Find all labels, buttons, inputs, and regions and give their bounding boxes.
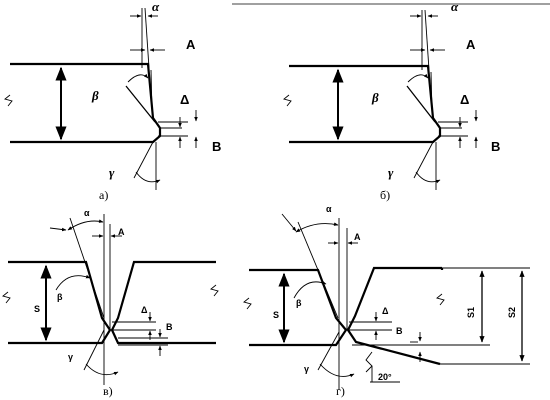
- break-mark: [283, 94, 292, 107]
- a-label: A: [466, 37, 476, 52]
- plate-outline: [10, 62, 162, 144]
- delta-label: Δ: [382, 306, 389, 316]
- reference-line-inclined: [424, 9, 430, 71]
- plate-outline: [289, 64, 442, 144]
- b-label: B: [212, 139, 221, 154]
- left-plate-outline: [8, 260, 112, 345]
- break-mark-left: [243, 297, 252, 310]
- gamma-label: γ: [388, 165, 394, 180]
- left-plate-outline: [249, 268, 348, 347]
- delta-label: Δ: [141, 305, 148, 315]
- break-mark: [4, 94, 13, 107]
- reference-line-inclined: [144, 7, 150, 69]
- alpha-arrow-left: [49, 227, 67, 232]
- gamma-angle-arc: [319, 363, 355, 378]
- gamma-angle-arc: [135, 171, 161, 184]
- gamma-line: [83, 329, 105, 371]
- inclined-line: [69, 217, 105, 319]
- b-label: B: [491, 139, 500, 154]
- panel-a: α A β Δ B γ а): [4, 0, 221, 202]
- s-label: S: [273, 310, 279, 320]
- panel-caption: б): [380, 188, 390, 202]
- break-mark-right: [210, 284, 219, 297]
- reference-line-lower: [430, 71, 433, 113]
- alpha-label: α: [326, 204, 332, 214]
- b-label: B: [396, 326, 403, 336]
- s1-label: S1: [466, 307, 476, 318]
- alpha-label: α: [152, 0, 160, 14]
- bevel-line: [125, 85, 156, 123]
- bevel-line: [406, 85, 436, 123]
- alpha-arrow-left: [281, 213, 297, 232]
- gamma-label: γ: [304, 364, 309, 374]
- s-label: S: [34, 304, 40, 314]
- inclined-line: [297, 221, 339, 319]
- b-label: B: [166, 322, 173, 332]
- alpha-label: α: [84, 208, 90, 218]
- panel-caption: а): [99, 188, 108, 202]
- panel-b: α A β Δ B γ б): [283, 0, 500, 202]
- beta-angle-arc: [293, 280, 327, 299]
- beta-label: β: [371, 90, 379, 105]
- gamma-line: [317, 331, 340, 371]
- gamma-label: γ: [109, 165, 115, 180]
- right-plate-outline: [110, 260, 216, 345]
- alpha-label: α: [451, 0, 459, 14]
- gamma-angle-arc: [415, 171, 441, 184]
- panel-d: S S1 S2 α A β Δ B: [243, 204, 530, 398]
- slope-angle-marker: [365, 351, 373, 373]
- panel-caption: г): [336, 384, 345, 398]
- beta-angle-arc: [407, 73, 429, 83]
- a-label: A: [186, 37, 196, 52]
- alpha-angle-arc: [67, 219, 104, 231]
- break-mark-right: [436, 293, 445, 306]
- delta-label: Δ: [180, 92, 189, 107]
- break-mark-left: [2, 291, 11, 304]
- panel-c: S α A β Δ B γ в): [2, 208, 219, 398]
- beta-label: β: [91, 88, 99, 103]
- panel-caption: в): [103, 384, 113, 398]
- right-plate-outline: [346, 266, 442, 366]
- s2-label: S2: [507, 307, 517, 318]
- beta-angle-arc: [55, 274, 91, 291]
- gamma-line: [413, 141, 434, 179]
- a-label: A: [354, 232, 361, 242]
- slope-angle-label: 20°: [378, 372, 392, 382]
- alpha-angle-arc: [295, 222, 339, 233]
- reference-line-lower: [150, 69, 153, 113]
- gamma-label: γ: [68, 352, 73, 362]
- beta-label: β: [296, 298, 302, 308]
- a-label: A: [118, 227, 125, 237]
- beta-angle-arc: [127, 73, 149, 83]
- delta-label: Δ: [460, 92, 469, 107]
- beta-label: β: [57, 292, 63, 302]
- gamma-angle-arc: [85, 363, 119, 376]
- gamma-line: [133, 141, 154, 179]
